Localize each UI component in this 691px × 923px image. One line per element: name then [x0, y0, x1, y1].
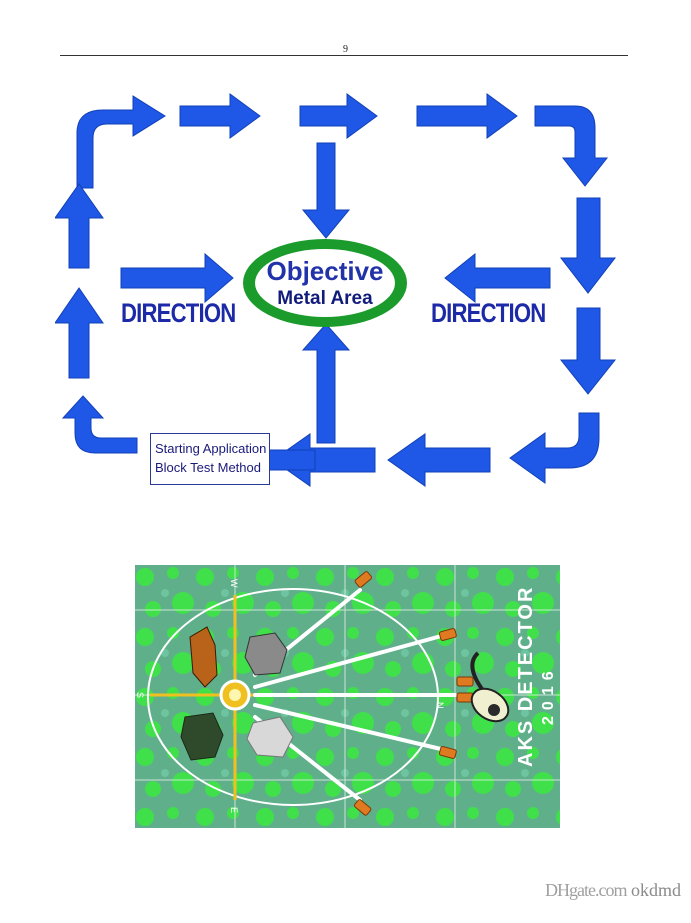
- detector-illustration: W E S N: [135, 565, 560, 828]
- right-inward-arrow: [444, 252, 551, 304]
- direction-label-left: DIRECTION: [121, 298, 236, 328]
- top-inward-arrow: [301, 142, 351, 239]
- top-left-curve-arrow: [76, 95, 166, 189]
- watermark: DHgate.com okdmd: [545, 880, 681, 901]
- top-arrow-2: [299, 93, 378, 139]
- compass-n: N: [435, 702, 445, 709]
- store-name: okdmd: [630, 880, 681, 900]
- compass-e: E: [229, 807, 239, 813]
- arrow-loop-graphic: [55, 93, 617, 487]
- direction-diagram: Objective Metal Area DIRECTION DIRECTION…: [55, 88, 625, 503]
- start-line-2: Block Test Method: [155, 460, 261, 475]
- left-arrow-2: [55, 183, 104, 269]
- left-inward-arrow: [120, 252, 234, 304]
- compass-s: S: [135, 692, 145, 698]
- top-right-curve-arrow: [534, 105, 609, 187]
- objective-subtitle: Metal Area: [277, 288, 373, 309]
- bottom-left-curve-arrow: [61, 395, 138, 454]
- starting-application-box: Starting Application Block Test Method: [150, 433, 270, 485]
- bottom-inward-arrow: [301, 323, 351, 444]
- product-name: AKS DETECTOR: [515, 585, 537, 767]
- start-line-1: Starting Application: [155, 441, 267, 456]
- top-arrow-3: [416, 93, 518, 139]
- direction-label-right: DIRECTION: [431, 298, 546, 328]
- product-year: 2016: [540, 665, 557, 725]
- bottom-arrow-1: [387, 433, 491, 487]
- bottom-arrow-2: [272, 433, 376, 487]
- right-arrow-2: [559, 307, 617, 395]
- dhgate-logo: DHgate.com: [545, 880, 627, 900]
- header-rule: [60, 55, 628, 56]
- bottom-right-curve-arrow: [509, 412, 600, 484]
- silver-ore: [246, 716, 294, 758]
- page-number: 9: [343, 44, 348, 55]
- gold-nugget: [189, 626, 218, 688]
- objective-title: Objective: [266, 256, 384, 286]
- right-arrow-1: [559, 197, 617, 294]
- left-arrow-1: [55, 287, 104, 379]
- product-photo: W E S N AKS DETECTOR 2016: [135, 565, 560, 828]
- grey-ore: [244, 632, 288, 676]
- compass-w: W: [229, 579, 239, 588]
- green-ore: [180, 712, 224, 761]
- top-arrow-1: [179, 93, 261, 139]
